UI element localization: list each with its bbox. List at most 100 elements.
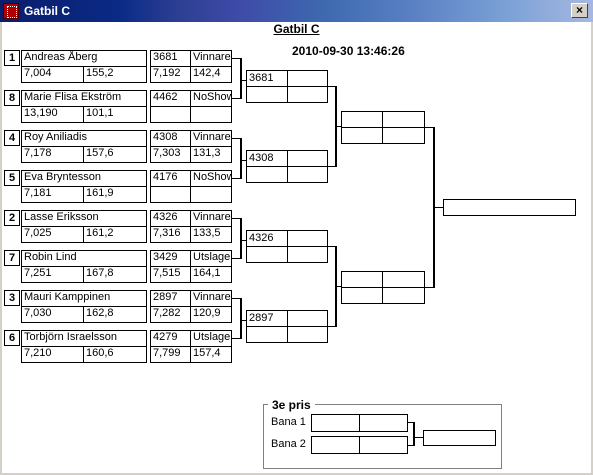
- divider: [287, 150, 288, 183]
- connector-line: [327, 326, 336, 327]
- elapsed-speed: 133,5: [190, 226, 232, 243]
- divider: [382, 271, 383, 304]
- connector-line: [407, 422, 414, 423]
- reaction-time: 7,025: [21, 226, 84, 243]
- connector-line: [232, 98, 241, 99]
- connector-line: [240, 138, 242, 179]
- reaction-time: 13,190: [21, 106, 84, 123]
- title-bar[interactable]: Gatbil C ×: [0, 0, 593, 22]
- elapsed-time: 7,316: [150, 226, 191, 243]
- elapsed-speed: 131,3: [190, 146, 232, 163]
- connector-line: [327, 246, 336, 247]
- reaction-time: 7,178: [21, 146, 84, 163]
- driver-name: Lasse Eriksson: [21, 210, 147, 227]
- elapsed-time: 7,303: [150, 146, 191, 163]
- round2-car-number: 3681: [249, 72, 274, 84]
- speed-value: 155,2: [83, 66, 147, 83]
- connector-line: [241, 160, 247, 161]
- car-number: 3681: [150, 50, 191, 67]
- seed-number: 3: [4, 290, 20, 306]
- connector-line: [232, 58, 241, 59]
- connector-line: [240, 58, 242, 99]
- connector-line: [336, 286, 342, 287]
- connector-line: [241, 320, 247, 321]
- page-title: Gatbil C: [273, 22, 320, 36]
- elapsed-speed: 120,9: [190, 306, 232, 323]
- connector-line: [425, 127, 434, 128]
- result-status: Vinnare: [190, 210, 232, 227]
- connector-line: [425, 287, 434, 288]
- divider: [287, 230, 288, 263]
- seed-number: 4: [4, 130, 20, 146]
- close-icon: ×: [575, 3, 583, 17]
- connector-line: [232, 178, 241, 179]
- close-button[interactable]: ×: [571, 3, 588, 18]
- driver-name: Mauri Kamppinen: [21, 290, 147, 307]
- elapsed-time: 7,799: [150, 346, 191, 363]
- elapsed-time: 7,515: [150, 266, 191, 283]
- speed-value: 162,8: [83, 306, 147, 323]
- result-status: Utslagen: [190, 250, 232, 267]
- connector-line: [240, 298, 242, 339]
- driver-name: Andreas Åberg: [21, 50, 147, 67]
- elapsed-speed: [190, 106, 232, 123]
- car-number: 3429: [150, 250, 191, 267]
- seed-number: 6: [4, 330, 20, 346]
- seed-number: 7: [4, 250, 20, 266]
- timestamp: 2010-09-30 13:46:26: [292, 44, 405, 58]
- elapsed-time: [150, 106, 191, 123]
- speed-value: 157,6: [83, 146, 147, 163]
- reaction-time: 7,030: [21, 306, 84, 323]
- connector-line: [434, 207, 443, 208]
- connector-line: [232, 258, 241, 259]
- divider: [287, 310, 288, 343]
- car-number: 4326: [150, 210, 191, 227]
- elapsed-time: [150, 186, 191, 203]
- reaction-time: 7,004: [21, 66, 84, 83]
- connector-line: [232, 338, 241, 339]
- elapsed-speed: [190, 186, 232, 203]
- seed-number: 2: [4, 210, 20, 226]
- elapsed-time: 7,282: [150, 306, 191, 323]
- elapsed-speed: 142,4: [190, 66, 232, 83]
- bronze-group: [263, 404, 502, 469]
- connector-line: [232, 218, 241, 219]
- divider: [287, 70, 288, 103]
- connector-line: [241, 80, 247, 81]
- speed-value: 101,1: [83, 106, 147, 123]
- divider: [359, 436, 360, 454]
- speed-value: 161,9: [83, 186, 147, 203]
- divider: [382, 111, 383, 144]
- round2-car-number: 4326: [249, 232, 274, 244]
- final-winner-box: [443, 199, 576, 216]
- elapsed-speed: 157,4: [190, 346, 232, 363]
- result-status: NoShow: [190, 170, 232, 187]
- round2-car-number: 4308: [249, 152, 274, 164]
- car-number: 4308: [150, 130, 191, 147]
- bronze-legend: 3e pris: [268, 398, 315, 412]
- driver-name: Roy Aniliadis: [21, 130, 147, 147]
- seed-number: 8: [4, 90, 20, 106]
- speed-value: 160,6: [83, 346, 147, 363]
- result-status: Vinnare: [190, 130, 232, 147]
- window-title: Gatbil C: [24, 4, 71, 18]
- divider: [359, 414, 360, 432]
- car-number: 4176: [150, 170, 191, 187]
- result-status: Vinnare: [190, 290, 232, 307]
- bronze-winner-box: [423, 430, 496, 446]
- connector-line: [232, 138, 241, 139]
- connector-line: [327, 86, 336, 87]
- reaction-time: 7,181: [21, 186, 84, 203]
- seed-number: 5: [4, 170, 20, 186]
- elapsed-time: 7,192: [150, 66, 191, 83]
- driver-name: Marie Flisa Ekström: [21, 90, 147, 107]
- seed-number: 1: [4, 50, 20, 66]
- connector-line: [232, 298, 241, 299]
- reaction-time: 7,210: [21, 346, 84, 363]
- speed-value: 167,8: [83, 266, 147, 283]
- car-number: 4462: [150, 90, 191, 107]
- connector-line: [407, 445, 414, 446]
- car-number: 4279: [150, 330, 191, 347]
- divider: [341, 287, 425, 288]
